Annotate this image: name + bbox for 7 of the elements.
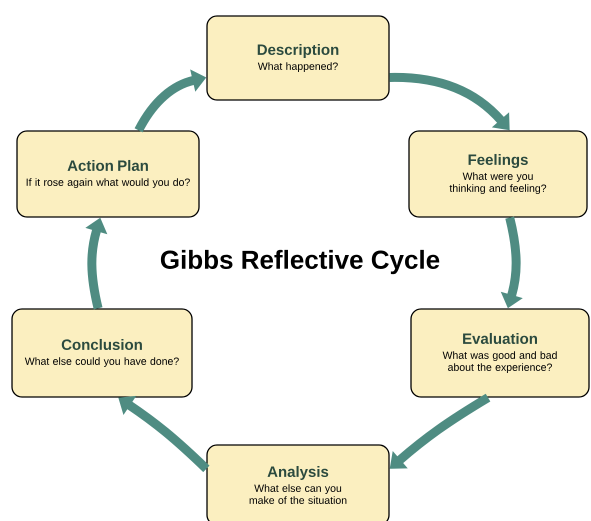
stage-box: Analysis What else can you make of the situation [206,444,390,521]
stage-box: Description What happened? [206,15,390,101]
stage-box: Evaluation What was good and bad about the experience? [410,308,590,398]
stage-box: Feelings What were you thinking and feeling? [408,130,588,218]
stage-box: Conclusion What else could you have done? [11,308,193,398]
stage-box: Action Plan If it rose again what would you do? [16,130,200,218]
title: Gibbs Reflective Cycle [160,250,440,274]
